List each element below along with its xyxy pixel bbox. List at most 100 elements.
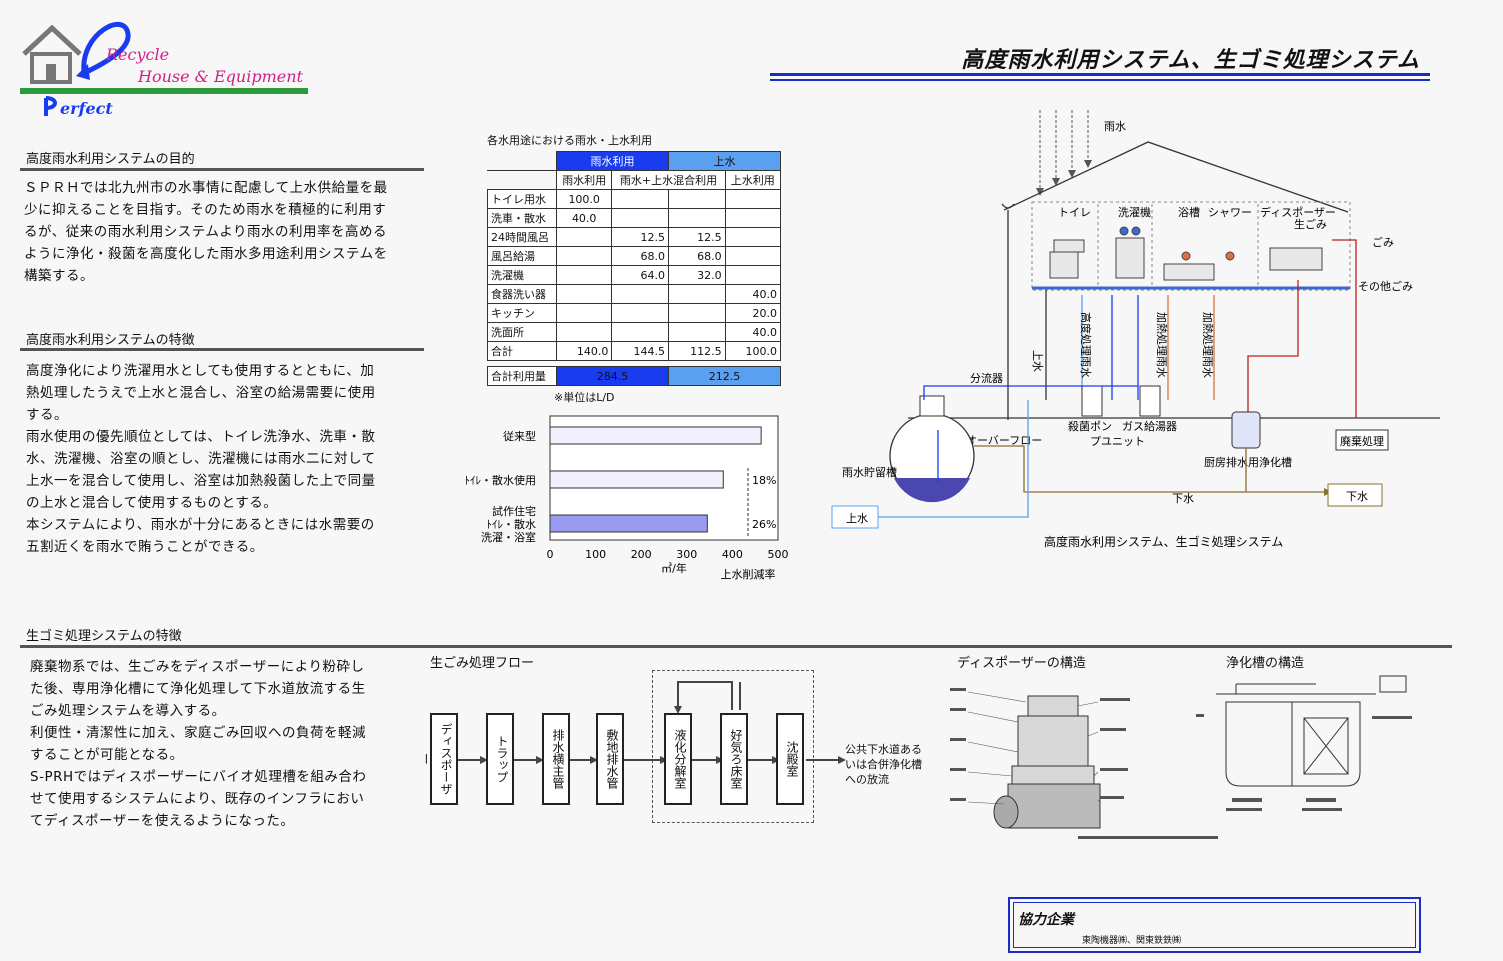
group-header-rain: 雨水利用 xyxy=(556,151,669,171)
text-line: することが可能となる。 xyxy=(30,747,184,763)
text-line: 廃棄物系では、生ごみをディスポーザーにより粉砕し xyxy=(30,659,365,675)
partner-names: 東陶機器㈱、関東鉄鉄㈱ xyxy=(1082,936,1182,946)
cell xyxy=(667,322,726,342)
text-line: 雨水使用の優先順位としては、トイレ洗浄水、洗車・散 xyxy=(26,429,376,445)
cell xyxy=(667,303,726,323)
septic-tank xyxy=(1231,411,1261,449)
cell xyxy=(555,265,613,285)
flow-outlet: 公共下水道ある いは合併浄化槽 への放流 xyxy=(845,742,922,787)
x-tick-label: 400 xyxy=(722,548,743,561)
rainwater-system-diagram: 雨水 トイレ 洗濯機 浴槽 シャワー ディスポーザー 生ごみ xyxy=(828,100,1458,564)
x-tick-label: 200 xyxy=(631,548,652,561)
tank-label: 雨水貯留槽 xyxy=(842,466,897,479)
x-tick-label: 300 xyxy=(676,548,697,561)
pipe-label: 加熱処理雨水 xyxy=(1201,312,1214,378)
outlet-line: 公共下水道ある xyxy=(845,743,922,756)
cell xyxy=(611,322,669,342)
cell xyxy=(667,284,726,304)
text-line: た後、専用浄化槽にて浄化処理して下水道放流する生 xyxy=(30,681,366,697)
group-header-tap: 上水 xyxy=(667,151,782,171)
row-label: 洗濯機 xyxy=(487,265,557,285)
septic-title: 浄化槽の構造 xyxy=(1226,656,1305,671)
sewer-box-label: 下水 xyxy=(1346,490,1368,503)
text-line: 高度浄化により洗濯用水としても使用するとともに、加 xyxy=(26,363,375,379)
septic-label: 厨房排水用浄化槽 xyxy=(1204,455,1292,469)
cell: 12.5 xyxy=(611,227,669,247)
roof xyxy=(1003,141,1349,213)
cell xyxy=(611,303,669,323)
splitter-label: 分流器 xyxy=(970,371,1003,385)
cell: 144.5 xyxy=(611,341,669,361)
logo-text-house: House & Equipment xyxy=(137,67,304,86)
text-line: ように浄化・殺菌を高度化した雨水多用途利用システムを xyxy=(24,246,388,262)
category-label: ﾄｲﾚ・散水 xyxy=(487,517,537,531)
cell xyxy=(555,227,613,247)
pump-unit-label: プユニット xyxy=(1090,435,1145,448)
flow-box-disposer: ディスポーザー xyxy=(419,713,458,805)
logo: Recycle House & Equipment erfect xyxy=(20,14,310,119)
sterilizer-label: 殺菌ポン xyxy=(1068,419,1112,433)
table-corner xyxy=(487,170,557,190)
cell xyxy=(724,265,782,285)
text-line: ごみ処理システムを導入する。 xyxy=(30,703,226,719)
col-header: 雨水利用 xyxy=(555,170,613,190)
cell xyxy=(724,246,782,266)
cell xyxy=(611,208,669,228)
text-line: 五割近くを雨水で賄うことができる。 xyxy=(26,539,264,555)
partner-inner: 協力企業 東陶機器㈱、関東鉄鉄㈱ xyxy=(1013,902,1416,948)
logo-text-perfect: erfect xyxy=(60,99,113,118)
septic-structure-figure xyxy=(1196,675,1412,811)
row-label: トイレ用水 xyxy=(487,189,557,209)
disposer-structure-figure xyxy=(950,688,1218,839)
text-line: 利便性・清潔性に加え、家庭ごみ回収への負荷を軽減 xyxy=(30,725,366,741)
overflow-label: オーバーフロー xyxy=(966,434,1042,447)
outlet-line: への放流 xyxy=(845,773,889,786)
x-tick-label: 100 xyxy=(585,548,606,561)
text-line: 少に抑えることを目指す。そのため雨水を積極的に利用す xyxy=(24,202,387,218)
text-line: S-PRHではディスポーザーにバイオ処理槽を組み合わ xyxy=(30,769,367,785)
category-label: 洗濯・浴室 xyxy=(481,530,536,544)
cell xyxy=(611,284,669,304)
section-rule xyxy=(20,168,424,171)
cell: 40.0 xyxy=(555,208,613,228)
text-line: るが、従来の雨水利用システムより雨水の利用率を高める xyxy=(24,224,388,240)
category-label: 試作住宅 xyxy=(492,504,536,518)
rain-arrows xyxy=(1039,110,1089,190)
cell: 12.5 xyxy=(667,227,726,247)
disposer-title: ディスポーザーの構造 xyxy=(957,656,1086,671)
cell xyxy=(724,189,782,209)
room-label: ディスポーザー xyxy=(1260,205,1336,219)
cell: 100.0 xyxy=(555,189,613,209)
pipe-label: 加熱処理雨水 xyxy=(1155,312,1168,378)
category-label: ﾄｲﾚ・散水使用 xyxy=(465,473,537,487)
flow-box-aerobic-filter: 好気ろ床室 xyxy=(720,713,748,805)
category-label: 従来型 xyxy=(503,429,536,443)
cell xyxy=(555,303,613,323)
section-purpose-text: ＳＰＲＨでは北九州市の水事情に配慮して上水供給量を最 少に抑えることを目指す。そ… xyxy=(24,177,424,287)
room-label: 浴槽 xyxy=(1178,206,1200,219)
col-header: 雨水+上水混合利用 xyxy=(611,170,726,190)
bar xyxy=(549,514,708,533)
cell xyxy=(724,208,782,228)
logo-text-recycle: Recycle xyxy=(105,45,169,64)
total-label: 合計利用量 xyxy=(487,366,557,386)
section-features-heading: 高度雨水利用システムの特徴 xyxy=(26,333,195,348)
sewer-box xyxy=(1327,483,1383,507)
section-garbage-text: 廃棄物系では、生ごみをディスポーザーにより粉砕し た後、専用浄化槽にて浄化処理し… xyxy=(30,656,405,832)
cell: 40.0 xyxy=(724,322,782,342)
disposal-label: 廃棄処理 xyxy=(1340,434,1384,448)
text-line: 熱処理したうえで上水と混合し、浴室の給湯需要に使用 xyxy=(26,385,376,401)
row-label: 洗車・散水 xyxy=(487,208,557,228)
flow-box-site-drain: 敷地排水管 xyxy=(596,713,624,805)
pipe-label: 上水 xyxy=(1031,350,1044,372)
rain-label: 雨水 xyxy=(1104,120,1126,133)
room-label: トイレ xyxy=(1058,206,1091,219)
row-label: 風呂給湯 xyxy=(487,246,557,266)
text-line: 構築する。 xyxy=(24,268,94,284)
text-line: ＳＰＲＨでは北九州市の水事情に配慮して上水供給量を最 xyxy=(24,180,388,196)
cell: 140.0 xyxy=(555,341,613,361)
reduction-label: 18% xyxy=(752,474,776,487)
text-line: 本システムにより、雨水が十分にあるときには水需要の xyxy=(26,517,375,533)
cell: 68.0 xyxy=(611,246,669,266)
x-tick-label: 500 xyxy=(768,548,789,561)
